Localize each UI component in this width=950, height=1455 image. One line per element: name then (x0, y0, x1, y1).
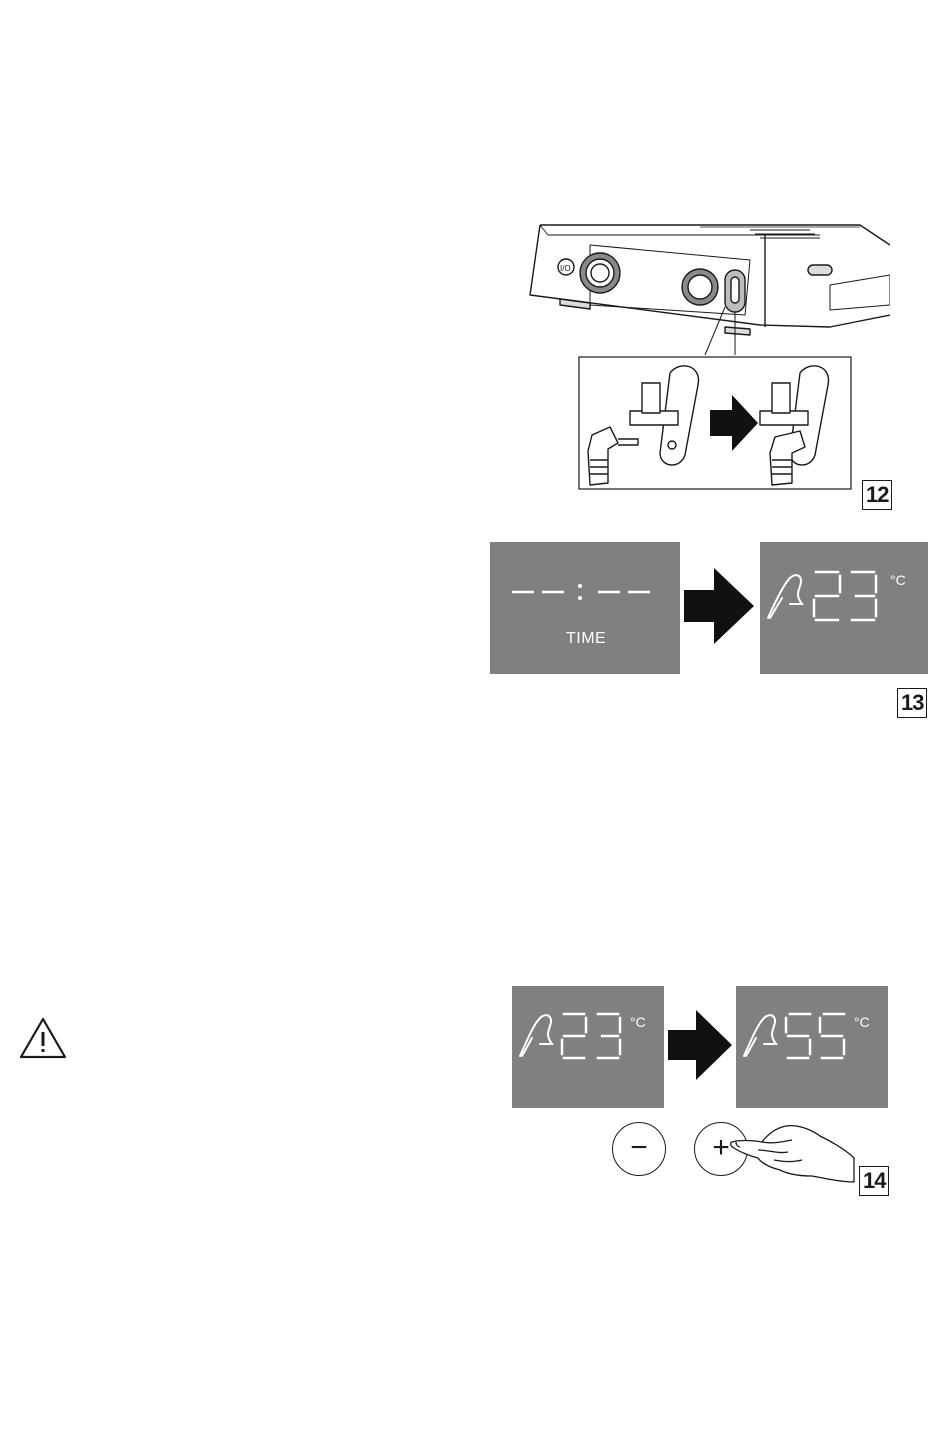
appliance-illustration: I/O (520, 215, 890, 515)
arrow-right-icon (668, 1008, 734, 1082)
temperature-unit: °C (630, 1014, 646, 1030)
figure-number-13: 13 (897, 688, 927, 718)
probe-icon (520, 1015, 552, 1056)
time-display: TIME (490, 542, 680, 674)
minus-label: − (613, 1131, 665, 1165)
probe-temperature-display-before: °C (512, 986, 664, 1108)
hand-icon (728, 1120, 858, 1190)
svg-text:I/O: I/O (560, 264, 571, 273)
probe-icon (744, 1015, 776, 1056)
minus-button[interactable]: − (612, 1122, 666, 1176)
probe-temperature-display-after: °C (736, 986, 888, 1108)
figure-number-12: 12 (862, 480, 892, 510)
probe-temperature-display: °C (760, 542, 928, 674)
probe-icon (768, 575, 802, 618)
figure-number-14: 14 (859, 1166, 889, 1196)
time-label: TIME (566, 630, 606, 648)
temperature-unit: °C (854, 1014, 870, 1030)
temperature-unit: °C (890, 572, 906, 588)
arrow-right-icon (684, 566, 756, 646)
figure-12: I/O (520, 215, 890, 515)
warning-icon (18, 1016, 68, 1060)
